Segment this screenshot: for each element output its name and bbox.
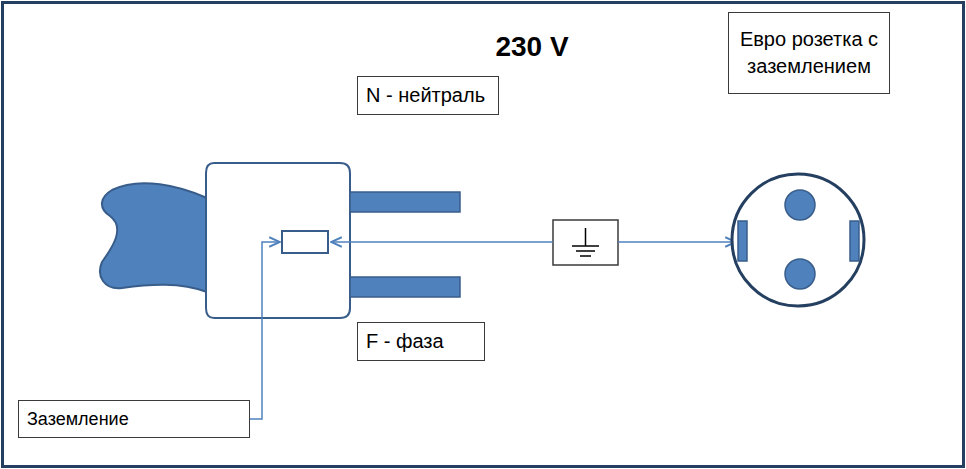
earth-clip: [850, 221, 859, 261]
ground-symbol: [572, 228, 599, 256]
socket-outline: [732, 174, 864, 306]
phase-pin: [350, 277, 460, 297]
ground-arrow: [331, 241, 553, 243]
neutral-label-box: N - нейтраль: [357, 76, 499, 115]
frame: [3, 3, 964, 467]
socket-hole: [785, 190, 815, 220]
phase-label-box: F - фаза: [357, 322, 485, 361]
label-text: Евро розетка с заземлением: [739, 26, 879, 80]
leader-line: [250, 242, 280, 419]
ground-arrow: [618, 241, 736, 243]
earth-clip: [738, 221, 747, 261]
neutral-pin: [350, 192, 460, 212]
ground-label-box: Заземление: [18, 400, 250, 438]
socket-hole: [785, 259, 815, 289]
label-text: Заземление: [27, 407, 129, 431]
voltage-title: 230 V: [495, 31, 568, 63]
plug-body: [206, 163, 350, 318]
cable: [100, 183, 207, 292]
ground-slot: [282, 231, 328, 253]
socket-label-box: Евро розетка с заземлением: [728, 12, 890, 94]
label-text: F - фаза: [366, 328, 444, 355]
label-text: N - нейтраль: [366, 82, 485, 109]
ground-symbol-box: [553, 220, 618, 265]
